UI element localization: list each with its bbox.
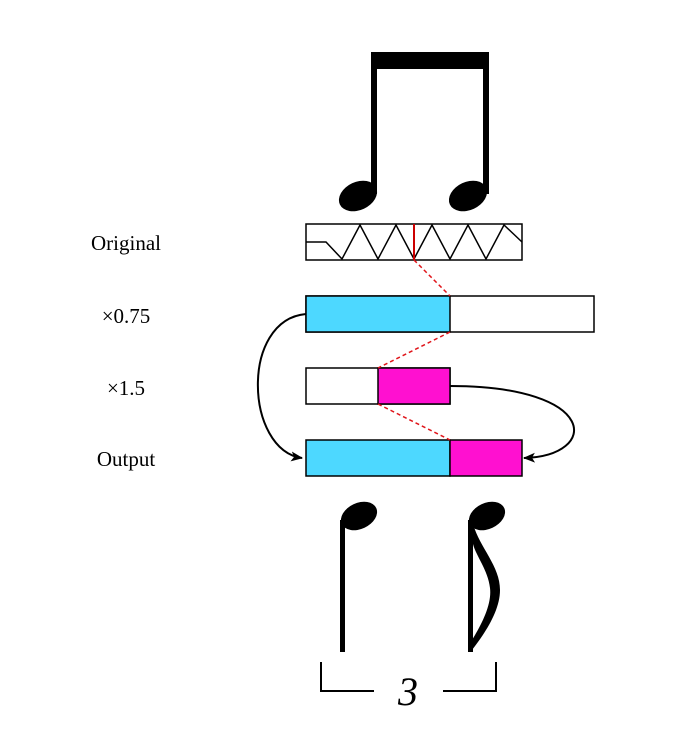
original-waveform <box>305 223 523 261</box>
row-label-scale-075: ×0.75 <box>101 304 151 328</box>
quarter-note-icon <box>340 501 378 652</box>
guide-lines <box>377 259 451 441</box>
scaled-bar-075 <box>305 295 595 333</box>
scaled-bar-075-first-part <box>305 295 451 333</box>
tuplet-bracket-icon <box>320 662 497 692</box>
beamed-eighth-notes-icon <box>338 52 489 212</box>
output-bar-first-part <box>305 439 451 477</box>
scaled-bar-15 <box>305 367 451 405</box>
guide-line-3 <box>377 403 451 441</box>
row-label-original: Original <box>91 231 161 255</box>
right-curved-arrow <box>449 385 575 463</box>
row-label-output: Output <box>96 447 156 471</box>
eighth-note-flag <box>472 524 500 650</box>
tuplet-number: 3 <box>398 669 418 714</box>
output-bar-second-part <box>449 439 523 477</box>
guide-line-2 <box>377 331 451 369</box>
row-label-scale-15: ×1.5 <box>106 376 146 400</box>
scaled-bar-15-second-part <box>377 367 451 405</box>
output-bar <box>305 439 523 477</box>
guide-line-1 <box>413 259 451 297</box>
left-curved-arrow <box>256 313 307 462</box>
eighth-note-icon <box>468 501 506 652</box>
